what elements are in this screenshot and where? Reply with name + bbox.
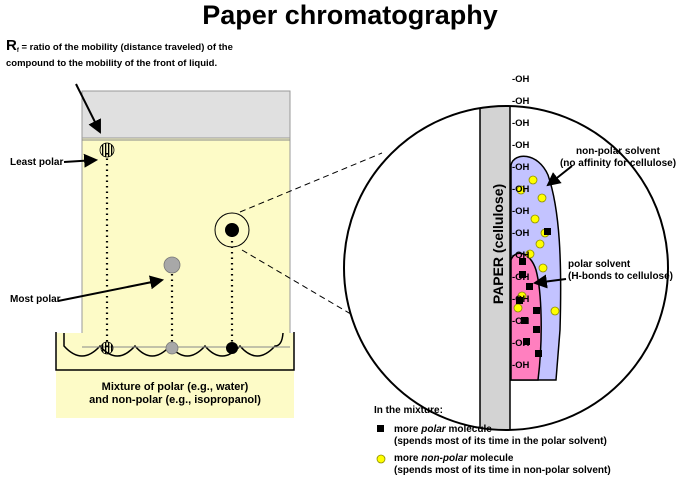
spot-mid xyxy=(225,223,239,237)
legend-nonpolar-line2: (spends most of its time in non-polar so… xyxy=(394,465,611,476)
polar-molecule xyxy=(535,350,542,357)
oh-group-label: -OH xyxy=(512,96,530,107)
legend-nonpolar-suffix: molecule xyxy=(467,453,514,464)
origin-spot-1 xyxy=(100,341,114,355)
nonpolar-molecule xyxy=(516,185,526,195)
legend-polar-line1: more polar molecule xyxy=(394,424,607,436)
oh-group-label: -OH xyxy=(512,316,530,327)
origin-spot-3 xyxy=(226,342,238,354)
rf-arrow xyxy=(75,83,101,134)
oh-group-label: -OH xyxy=(512,118,530,129)
nonpolar-solvent-label: non-polar solvent (no affinity for cellu… xyxy=(538,146,698,170)
rf-symbol: R xyxy=(6,37,17,54)
legend-polar-prefix: more xyxy=(394,424,422,435)
nonpolar-solvent-line2: (no affinity for cellulose) xyxy=(559,158,677,169)
oh-group-label: -OH xyxy=(512,140,530,151)
legend-nonpolar-line1: more non-polar molecule xyxy=(394,453,611,465)
legend-polar-emphasis: polar xyxy=(421,424,446,435)
oh-group-label: -OH xyxy=(512,338,530,349)
legend-polar-suffix: molecule xyxy=(445,424,492,435)
polar-molecule xyxy=(519,271,526,278)
paper-top-clip xyxy=(81,90,291,139)
oh-group-label: -OH xyxy=(512,294,530,305)
oh-group-label: -OH xyxy=(512,360,530,371)
nonpolar-molecule xyxy=(537,193,547,203)
most-polar-label: Most polar xyxy=(10,294,61,305)
legend-polar-marker xyxy=(377,425,384,432)
legend-item-nonpolar: more non-polar molecule (spends most of … xyxy=(394,453,611,477)
cellulose-strip xyxy=(479,106,511,430)
oh-group-label: -OH xyxy=(512,184,530,195)
solvent-surface xyxy=(55,332,295,371)
spot-mid-highlight xyxy=(214,212,250,248)
rf-subscript: f xyxy=(16,48,19,54)
oh-group-label: -OH xyxy=(512,228,530,239)
oh-group-label: -OH xyxy=(512,272,530,283)
nonpolar-molecule xyxy=(513,303,523,313)
polar-solvent-arrow xyxy=(532,274,567,289)
legend-heading: In the mixture: xyxy=(374,405,443,416)
spot-least-polar xyxy=(99,142,115,158)
legend-nonpolar-marker xyxy=(376,454,386,464)
polar-molecule xyxy=(533,326,540,333)
oh-group-label: -OH xyxy=(512,206,530,217)
zoom-line-top xyxy=(239,152,383,213)
least-polar-arrow xyxy=(63,153,99,168)
polar-molecule xyxy=(521,317,528,324)
oh-group-label: -OH xyxy=(512,250,530,261)
zoom-contents xyxy=(479,106,562,430)
mixture-label-line1: Mixture of polar (e.g., water) xyxy=(101,381,249,393)
page-title: Paper chromatography xyxy=(202,0,498,30)
polar-molecule xyxy=(526,283,533,290)
paper-strip xyxy=(81,137,291,371)
polar-solvent-line2: (H-bonds to cellulose) xyxy=(568,271,673,282)
oh-group-label: -OH xyxy=(512,74,530,85)
nonpolar-solvent-arrow xyxy=(546,165,573,187)
polar-solvent-line1: polar solvent xyxy=(568,259,631,270)
nonpolar-molecule xyxy=(550,306,560,316)
oh-group-label: -OH xyxy=(512,162,530,173)
spot-most-polar xyxy=(163,256,181,274)
nonpolar-molecule xyxy=(530,214,540,224)
polar-molecule xyxy=(516,297,523,304)
nonpolar-molecule xyxy=(525,249,535,259)
origin-spot-2 xyxy=(165,341,179,355)
solvent-meniscus xyxy=(63,332,284,357)
rf-definition-text: = ratio of the mobility (distance travel… xyxy=(6,42,233,69)
nonpolar-molecule xyxy=(528,175,538,185)
polar-solvent-label: polar solvent (H-bonds to cellulose) xyxy=(568,259,673,283)
mixture-label-line2: and non-polar (e.g., isopropanol) xyxy=(89,394,261,406)
nonpolar-molecule xyxy=(538,263,548,273)
polar-molecule xyxy=(544,228,551,235)
zoom-circle xyxy=(343,105,669,431)
nonpolar-solvent-line1: non-polar solvent xyxy=(576,146,660,157)
most-polar-arrow xyxy=(57,275,165,302)
polar-molecule xyxy=(523,338,530,345)
polar-molecule xyxy=(533,307,540,314)
legend-nonpolar-prefix: more xyxy=(394,453,422,464)
paper-cellulose-label: PAPER (cellulose) xyxy=(490,183,506,305)
oh-groups: -OH -OH -OH -OH -OH -OH -OH -OH -OH -OH … xyxy=(512,74,530,371)
legend-polar-line2: (spends most of its time in the polar so… xyxy=(394,436,607,447)
polar-molecules xyxy=(516,228,551,357)
rf-definition: Rf = ratio of the mobility (distance tra… xyxy=(6,37,246,70)
polar-molecule xyxy=(519,258,526,265)
legend-nonpolar-emphasis: non-polar xyxy=(421,453,468,464)
nonpolar-molecule xyxy=(535,239,545,249)
least-polar-label: Least polar xyxy=(10,157,64,168)
mixture-label: Mixture of polar (e.g., water) and non-p… xyxy=(56,381,294,407)
legend-item-polar: more polar molecule (spends most of its … xyxy=(394,424,607,448)
